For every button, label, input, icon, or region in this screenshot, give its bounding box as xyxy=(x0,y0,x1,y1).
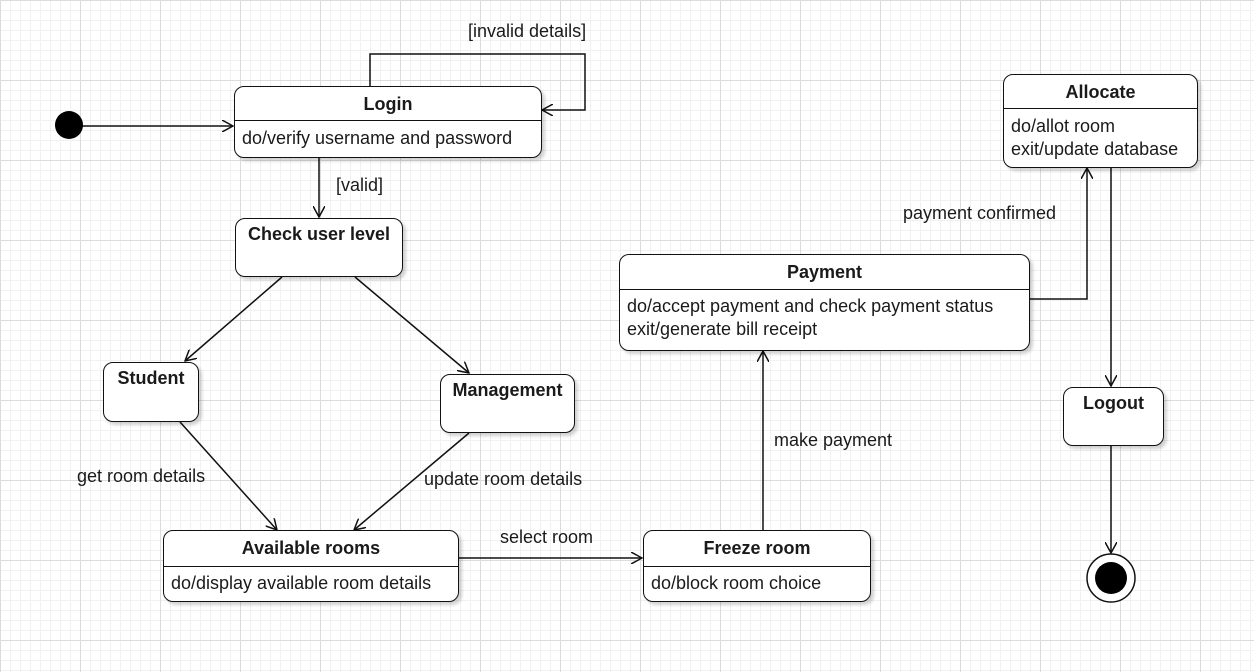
state-name: Management xyxy=(452,380,563,400)
state-payment: Payment do/accept payment and check paym… xyxy=(619,254,1030,351)
state-check-user-level: Check user level xyxy=(235,218,403,277)
transition-label-get-room-details: get room details xyxy=(77,466,206,486)
state-activity: do/display available room details xyxy=(171,573,432,593)
invalid-details-loop-arrow xyxy=(369,53,586,110)
payment-to-allocate-arrow xyxy=(1030,168,1087,300)
state-activity: do/verify username and password xyxy=(242,128,513,148)
check-to-student-arrow xyxy=(185,276,283,361)
state-login: Login do/verify username and password xyxy=(234,86,542,158)
state-name: Available rooms xyxy=(241,538,381,558)
transition-label-payment-confirmed: payment confirmed xyxy=(903,203,1057,223)
state-available-rooms: Available rooms do/display available roo… xyxy=(163,530,459,602)
transition-label-make-payment: make payment xyxy=(774,430,893,450)
initial-state-node xyxy=(55,111,83,139)
state-freeze-room: Freeze room do/block room choice xyxy=(643,530,871,602)
student-to-rooms-arrow xyxy=(179,421,277,530)
transition-label-select-room: select room xyxy=(500,527,594,547)
check-to-management-arrow xyxy=(354,276,469,373)
state-name: Payment xyxy=(786,262,863,282)
state-activity: do/allot room xyxy=(1011,116,1116,136)
state-activity: exit/update database xyxy=(1011,139,1179,159)
transition-label-valid: [valid] xyxy=(336,175,384,195)
transition-label-update-room-details: update room details xyxy=(424,469,583,489)
state-name: Student xyxy=(117,368,185,388)
state-name: Freeze room xyxy=(703,538,811,558)
state-allocate: Allocate do/allot room exit/update datab… xyxy=(1003,74,1198,168)
state-activity: do/block room choice xyxy=(651,573,822,593)
state-name: Login xyxy=(363,94,413,114)
state-activity: exit/generate bill receipt xyxy=(627,319,818,339)
state-name: Allocate xyxy=(1065,82,1136,102)
transition-label-invalid-details: [invalid details] xyxy=(468,21,587,41)
state-activity: do/accept payment and check payment stat… xyxy=(627,296,994,316)
state-management: Management xyxy=(440,374,575,433)
state-name: Logout xyxy=(1083,393,1144,413)
state-name: Check user level xyxy=(247,224,391,244)
management-to-rooms-arrow xyxy=(354,432,470,530)
state-student: Student xyxy=(103,362,199,422)
final-state-node xyxy=(1086,553,1136,603)
state-logout: Logout xyxy=(1063,387,1164,446)
